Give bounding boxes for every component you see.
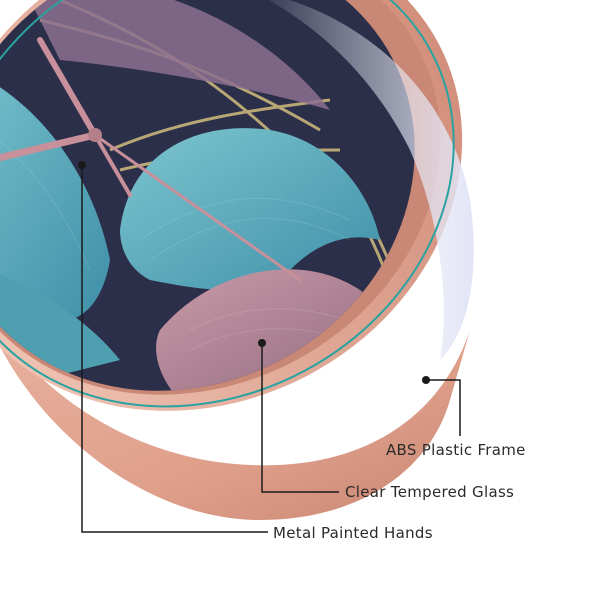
teal-leaf-center — [120, 128, 380, 290]
pink-leaf-top — [20, 0, 330, 110]
glass-callout-dot — [258, 339, 266, 347]
clock-hands — [0, 37, 302, 282]
second-hand — [93, 133, 302, 282]
teal-leaf-bottom-left — [0, 260, 120, 380]
teal-leaf-left — [0, 60, 110, 321]
hand-hub — [88, 128, 102, 142]
frame-callout-label: ABS Plastic Frame — [386, 441, 526, 459]
hands-leader-line — [81, 165, 268, 533]
glass-callout-label: Clear Tempered Glass — [345, 483, 515, 501]
glass-leader-line — [261, 343, 339, 493]
minute-hand — [37, 37, 98, 138]
callout-lines — [81, 165, 461, 533]
clock-glass — [0, 0, 474, 408]
hands-callout-label: Metal Painted Hands — [273, 524, 433, 542]
hands-callout-dot — [78, 161, 86, 169]
frame-callout-dot — [422, 376, 430, 384]
hour-hand — [0, 131, 99, 162]
frame-leader-line — [426, 379, 461, 436]
hand-tail — [93, 133, 132, 197]
